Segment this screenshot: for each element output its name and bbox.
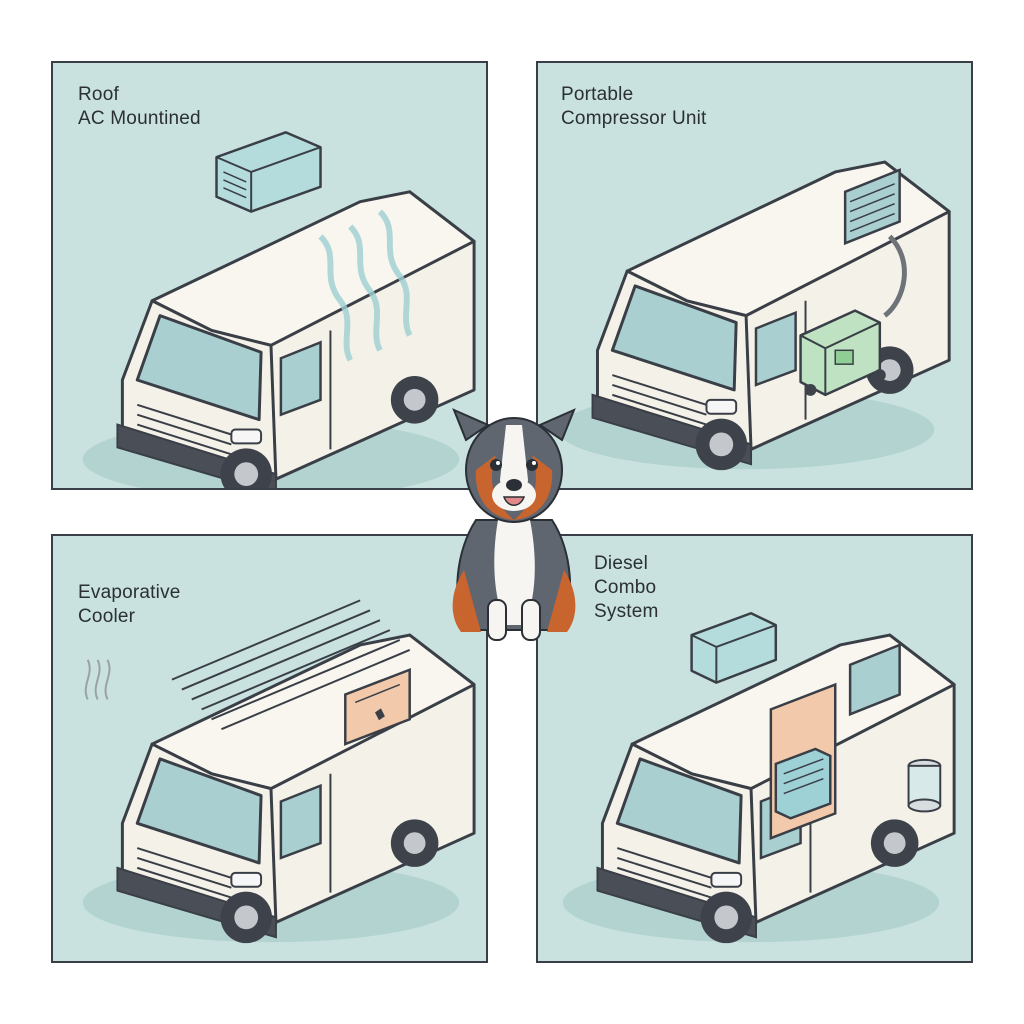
label-line: Diesel: [594, 553, 648, 574]
roof-ac-van-illustration: [81, 131, 476, 488]
portable-compressor-van-illustration: [556, 160, 951, 472]
heat-waves-icon: [84, 659, 111, 700]
diesel-heater-unit-icon: [774, 747, 832, 820]
diesel-combo-van-illustration: [561, 612, 956, 945]
label-line: Evaporative: [78, 582, 181, 603]
label-line: AC Mountined: [78, 108, 201, 129]
side-window-vent-icon: [843, 168, 901, 246]
label-line: Compressor Unit: [561, 108, 707, 129]
panel-portable-compressor: Portable Compressor Unit: [536, 61, 973, 490]
evaporative-cooler-unit-icon: [344, 667, 411, 746]
portable-compressor-unit-icon: [799, 309, 886, 397]
label-line: System: [594, 601, 659, 622]
panel-evaporative-cooler: Evaporative Cooler: [51, 534, 488, 963]
roof-ribs: [171, 599, 411, 731]
roof-ac-unit-icon: [215, 131, 322, 213]
fuel-tank-icon: [907, 758, 942, 813]
panel-roof-ac: Roof AC Mountined: [51, 61, 488, 490]
label-line: Roof: [78, 84, 119, 105]
label-line: Cooler: [78, 606, 136, 627]
panel-label-roof-ac: Roof AC Mountined: [78, 83, 201, 131]
australian-shepherd-dog-icon: [452, 408, 576, 641]
compressor-hose-icon: [883, 234, 907, 318]
panel-diesel-combo: Diesel Combo System: [536, 534, 973, 963]
cool-air-waves-icon: [318, 209, 413, 362]
label-line: Portable: [561, 84, 634, 105]
roof-unit-icon: [690, 612, 778, 684]
panel-label-portable-compressor: Portable Compressor Unit: [561, 83, 707, 131]
label-line: Combo: [594, 577, 657, 598]
evaporative-cooler-van-illustration: [81, 599, 476, 945]
panel-label-diesel-combo: Diesel Combo System: [594, 552, 659, 624]
side-window-vent-icon: [848, 643, 901, 717]
panel-label-evaporative-cooler: Evaporative Cooler: [78, 581, 181, 629]
